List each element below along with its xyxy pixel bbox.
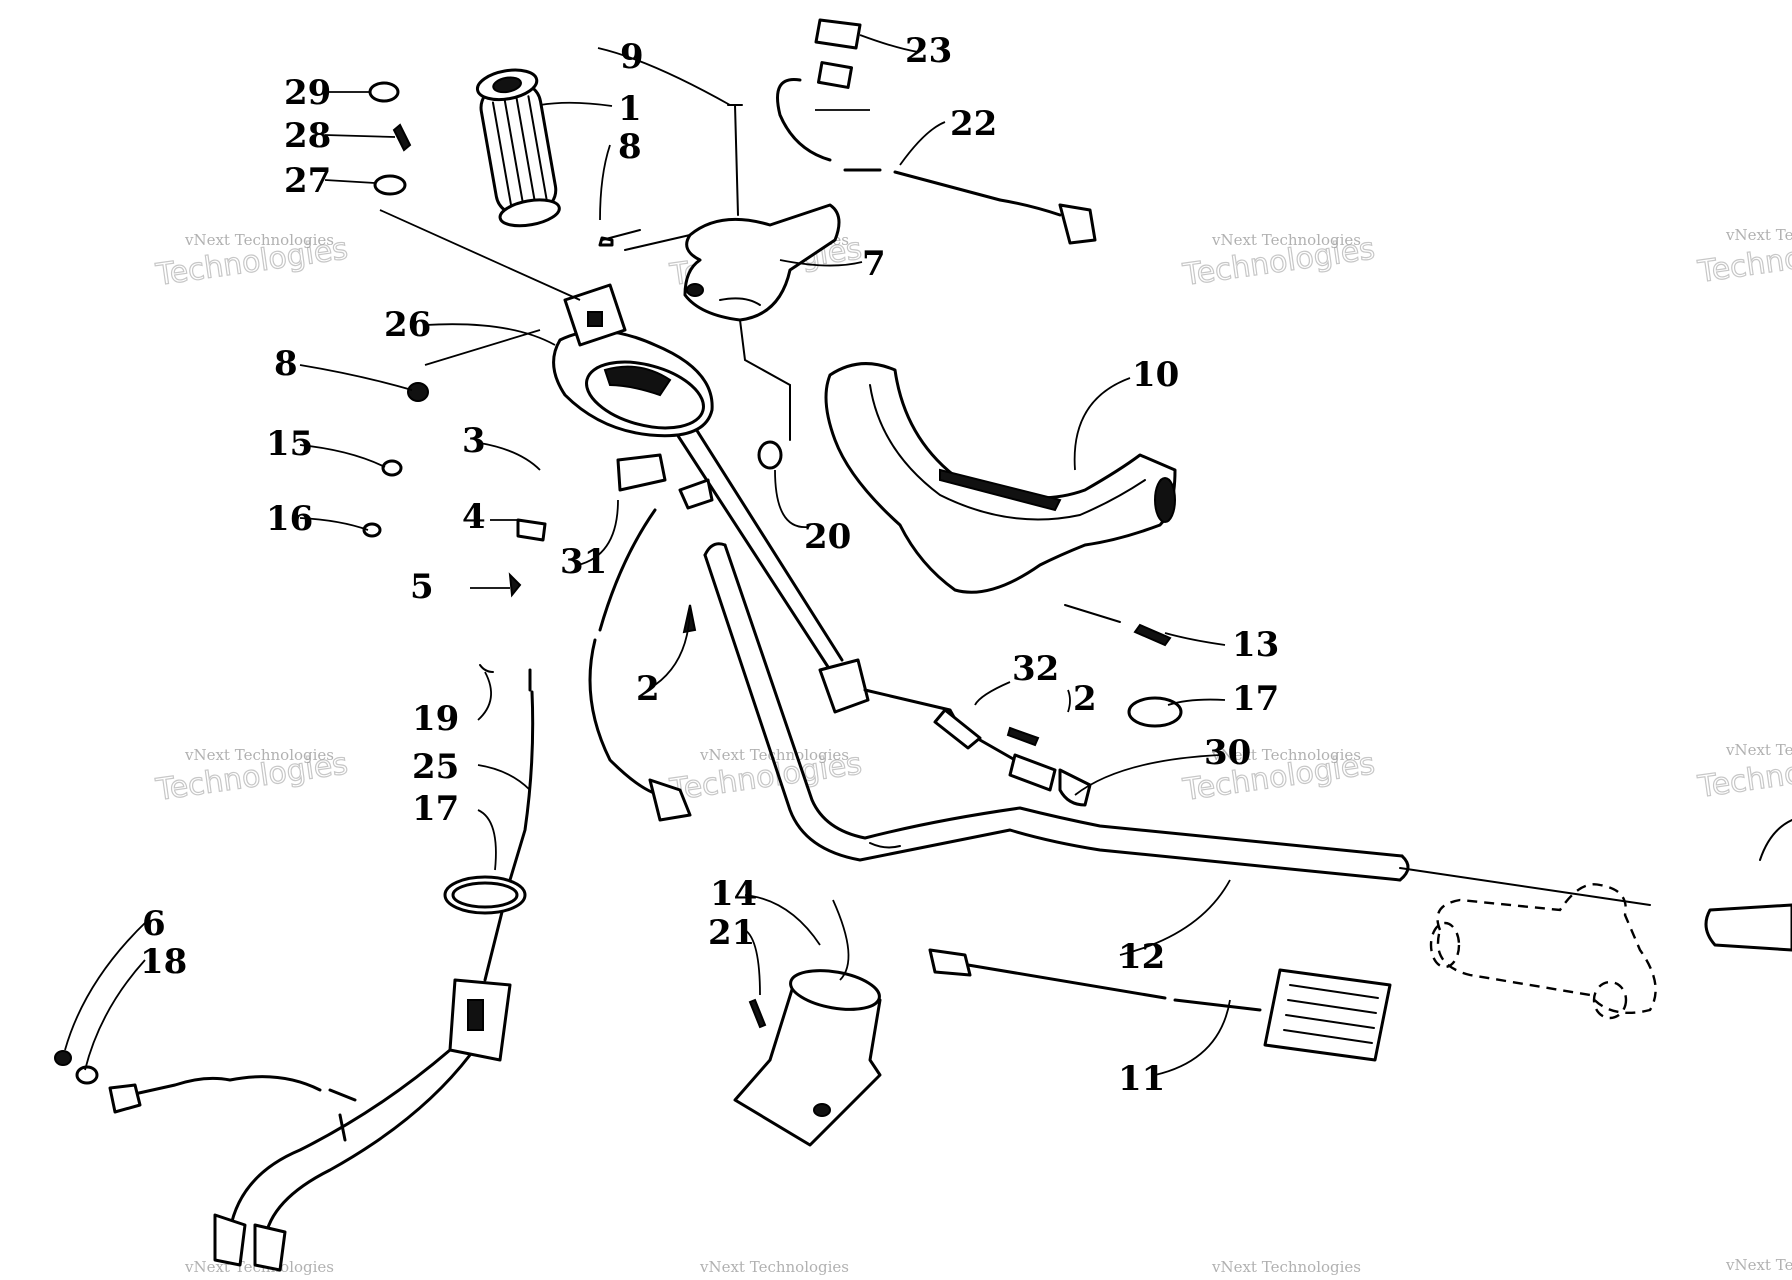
control-housing — [552, 283, 714, 438]
callout-labels: 1 2 2 3 4 5 6 7 8 8 9 10 11 12 13 14 15 … — [140, 31, 1279, 1099]
watermark-text: vNext Technologies — [184, 746, 334, 764]
callout-22: 22 — [950, 104, 997, 144]
callout-28: 28 — [284, 116, 331, 156]
callout-32: 32 — [1012, 649, 1059, 689]
watermark-text: vNext Technologies — [699, 746, 849, 764]
callout-30: 30 — [1204, 733, 1251, 773]
callout-18: 18 — [140, 942, 187, 982]
callout-26: 26 — [384, 305, 431, 345]
callout-21: 21 — [708, 913, 755, 953]
hand-grip — [475, 68, 561, 228]
watermark-text: Technol — [1695, 240, 1792, 291]
callout-7: 7 — [862, 244, 886, 284]
callout-13: 13 — [1232, 625, 1279, 665]
callout-20: 20 — [804, 517, 851, 557]
callout-11: 11 — [1118, 1059, 1165, 1099]
watermark-text: Technol — [1695, 755, 1792, 806]
callout-2: 2 — [636, 669, 660, 709]
handlebar — [703, 542, 1651, 906]
decal — [814, 18, 862, 50]
cable-clamp — [443, 875, 527, 915]
watermark-text: vNext Technologies — [1211, 231, 1361, 249]
brake-cable — [54, 1050, 357, 1142]
right-grip — [1704, 819, 1792, 952]
callout-29: 29 — [284, 73, 331, 113]
callout-9: 9 — [620, 37, 644, 77]
callout-6: 6 — [142, 904, 166, 944]
callout-31: 31 — [560, 542, 607, 582]
heater-element — [928, 948, 1392, 1062]
callout-10: 10 — [1132, 355, 1179, 395]
callout-8: 8 — [618, 127, 642, 167]
callout-16: 16 — [266, 499, 313, 539]
callout-27: 27 — [284, 161, 331, 201]
callout-17: 17 — [412, 789, 459, 829]
watermark-text: vNext Technologies — [1211, 1258, 1361, 1276]
throttle-cable — [213, 668, 535, 1272]
callout-8: 8 — [274, 344, 298, 384]
watermark-text: vNext Tec — [1725, 1256, 1792, 1274]
watermark-text: vNext Tec — [1725, 741, 1792, 759]
hand-guard — [824, 362, 1177, 594]
callout-15: 15 — [266, 424, 313, 464]
callout-14: 14 — [710, 874, 757, 914]
leader-lines — [64, 34, 1231, 1076]
callout-1: 1 — [618, 89, 642, 129]
kill-switch — [818, 658, 1092, 807]
throttle-housing-phantom — [1429, 883, 1657, 1020]
watermark-text: vNext Technologies — [1211, 746, 1361, 764]
callout-25: 25 — [412, 747, 459, 787]
callout-19: 19 — [412, 699, 459, 739]
watermark-text: vNext Tec — [1725, 226, 1792, 244]
callout-23: 23 — [905, 31, 952, 71]
watermark-text: vNext Technologies — [699, 1258, 849, 1276]
watermark-text: vNext Technologies — [184, 231, 334, 249]
switch-assembly — [588, 453, 714, 822]
callout-3: 3 — [462, 421, 486, 461]
callout-5: 5 — [410, 567, 434, 607]
callout-12: 12 — [1118, 937, 1165, 977]
mount-bracket — [733, 969, 882, 1147]
callout-17: 17 — [1232, 679, 1279, 719]
callout-4: 4 — [462, 497, 486, 537]
watermark-layer: vNext Technologies Technologies vNext Te… — [153, 226, 1792, 1276]
lever-bracket — [683, 203, 841, 322]
callout-2: 2 — [1073, 679, 1097, 719]
heater-harness — [776, 61, 1097, 245]
